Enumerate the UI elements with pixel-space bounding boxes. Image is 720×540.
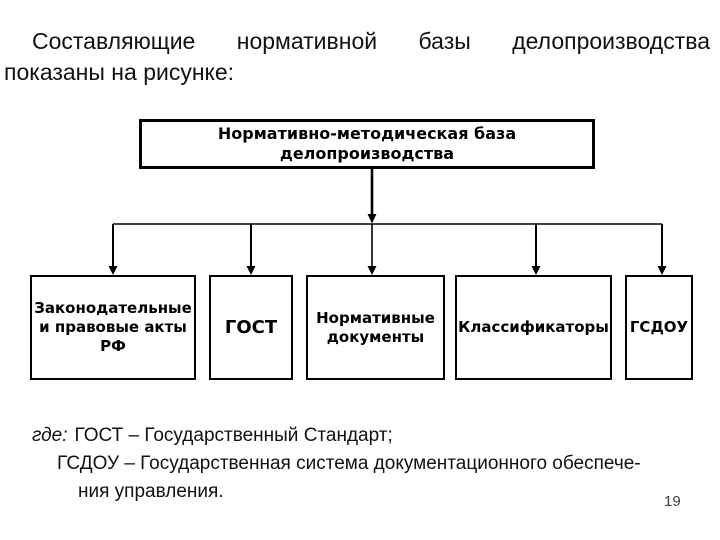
legend-line-1: где: ГОСТ – Государственный Стандарт;	[32, 424, 393, 447]
box-label-normative-documents: Нормативные документы	[316, 308, 435, 346]
arrowhead-4	[531, 266, 541, 275]
diagram-box-legislative-acts: Законодательные и правовые акты РФ	[30, 275, 196, 380]
diagram-box-classifiers: Классификаторы	[455, 275, 612, 380]
box-label-classifiers: Классификаторы	[458, 318, 609, 336]
legend-where-label: где:	[32, 425, 68, 446]
box-label-gost: ГОСТ	[224, 317, 278, 338]
arrowhead-5	[657, 266, 667, 275]
arrowhead-3	[367, 266, 377, 275]
diagram-box-gost: ГОСТ	[209, 275, 293, 380]
root-box-label: Нормативно-методическая база делопроизво…	[217, 124, 517, 163]
diagram-box-gsdou: ГСДОУ	[625, 275, 693, 380]
legend-line-2: ГСДОУ – Государственная система документ…	[57, 453, 641, 474]
legend-line-3: ния управления.	[78, 481, 224, 502]
legend-line-1-text: ГОСТ – Государственный Стандарт;	[74, 425, 393, 446]
intro-text: Составляющие нормативной базы делопроизв…	[4, 28, 710, 85]
diagram-root-box: Нормативно-методическая база делопроизво…	[139, 119, 595, 169]
connector-lines	[108, 169, 667, 275]
arrowhead-2	[246, 266, 256, 275]
page-number: 19	[664, 493, 681, 510]
arrowhead-stem	[367, 214, 377, 224]
diagram-box-normative-documents: Нормативные документы	[306, 275, 445, 380]
box-label-gsdou: ГСДОУ	[629, 318, 689, 336]
box-label-legislative-acts: Законодательные и правовые акты РФ	[34, 299, 192, 355]
arrowhead-1	[108, 266, 118, 275]
